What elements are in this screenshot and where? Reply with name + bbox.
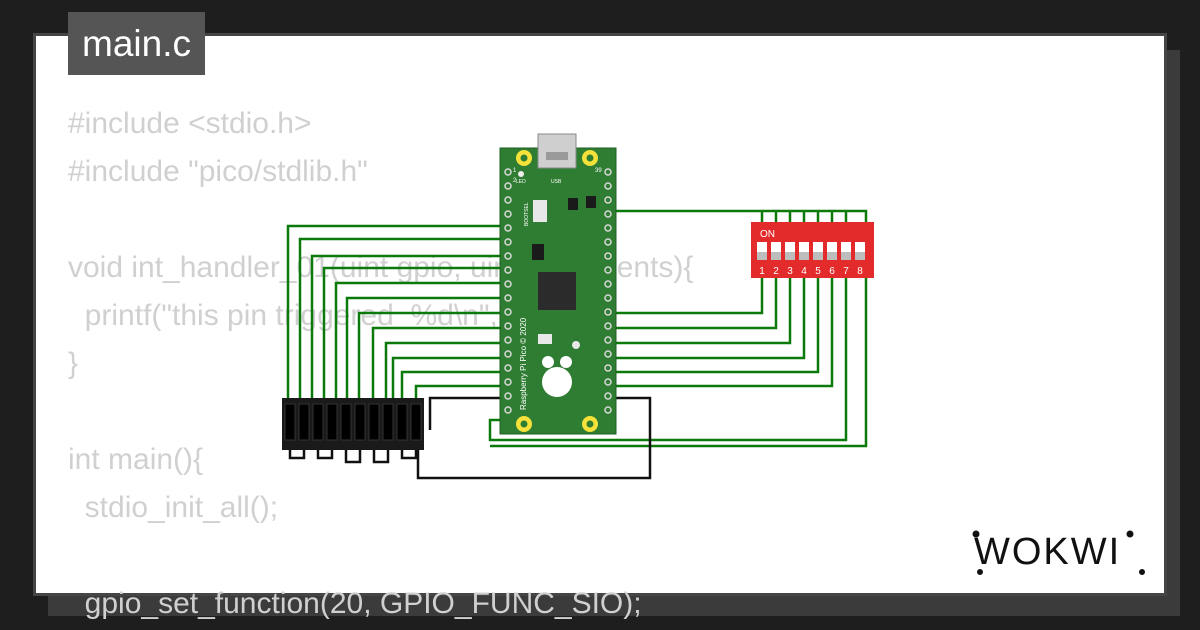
wire-group-right: [488, 209, 868, 448]
dip-number: 1: [759, 266, 765, 277]
file-tab-main-c[interactable]: main.c: [68, 12, 205, 75]
usb-label: USB: [551, 179, 562, 185]
pico-board: 1 2 39 LED USB BOOTSEL Raspberry Pi Pico…: [499, 133, 617, 435]
code-line: }: [68, 347, 79, 380]
code-line: int main(){: [68, 443, 204, 476]
dip-number: 6: [829, 266, 835, 277]
bootsel-label: BOOTSEL: [524, 202, 530, 226]
pin-39-label: 39: [595, 168, 602, 174]
wokwi-logo: WOKWI: [970, 520, 1152, 587]
dip-on-label: ON: [760, 229, 775, 240]
brand-name: WOKWI: [974, 531, 1121, 573]
led-label: LED: [516, 179, 526, 185]
resistor-array: [282, 398, 424, 464]
dip-number: 8: [857, 266, 863, 277]
wire-group-black: [416, 396, 652, 480]
code-line: stdio_init_all();: [68, 491, 279, 524]
wire-group-left: [286, 224, 502, 400]
code-line: #include "pico/stdlib.h": [68, 155, 368, 188]
pico-board-label: Raspberry Pi Pico © 2020: [519, 317, 528, 410]
dip-number: 2: [773, 266, 779, 277]
pin-1-label: 1: [513, 168, 517, 174]
dip-number: 7: [843, 266, 849, 277]
code-line: #include <stdio.h>: [68, 107, 312, 140]
dip-number: 4: [801, 266, 807, 277]
dip-number: 3: [787, 266, 793, 277]
code-line: gpio_set_function(20, GPIO_FUNC_SIO);: [68, 587, 642, 620]
dip-number: 5: [815, 266, 821, 277]
dip-switch[interactable]: ON 1 2 3 4 5 6 7 8: [751, 222, 874, 278]
pin-2-label: 2: [513, 178, 517, 184]
